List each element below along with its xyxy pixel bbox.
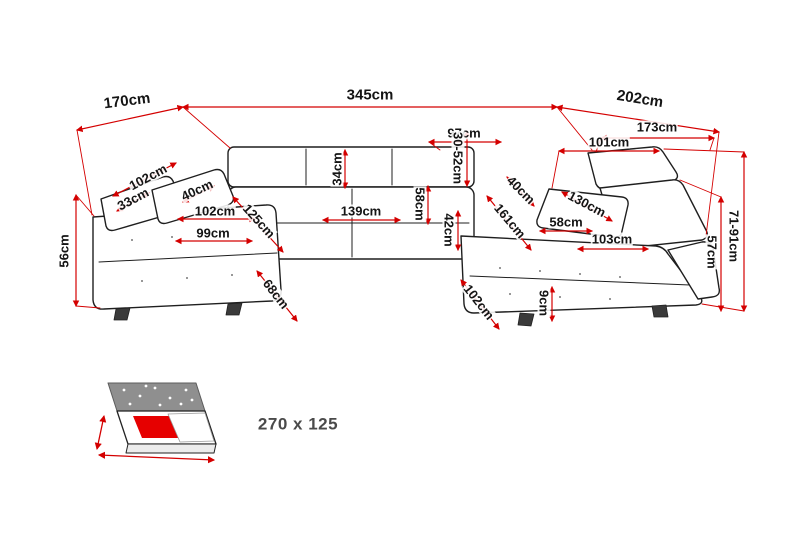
bed-headboard (107, 382, 206, 412)
dim-label-57: 57cm (704, 234, 720, 270)
dim-label-102-left: 102cm (193, 203, 237, 219)
dim-label-30-52: 30-52cm (450, 130, 466, 186)
headboard-stars (122, 384, 194, 407)
dim-label-103: 103cm (590, 231, 634, 247)
bed-size-label: 270 x 125 (257, 414, 339, 434)
dim-label-99: 99cm (195, 225, 231, 241)
bed-dimension-arrows (94, 414, 216, 464)
dim-label-345: 345cm (345, 86, 395, 104)
sofa-bed-icon (94, 382, 217, 464)
sofa-middle-backrest (227, 146, 475, 188)
dim-label-101: 101cm (587, 134, 631, 150)
dim-label-34: 34cm (329, 151, 345, 187)
dim-label-58-right: 58cm (548, 214, 584, 230)
dim-label-58-mid: 58cm (412, 186, 428, 222)
dim-label-56: 56cm (56, 233, 72, 269)
bed-front-face (125, 443, 217, 454)
dim-label-173: 173cm (635, 119, 679, 135)
sofa-right-chaise (460, 235, 703, 314)
dim-label-71-91: 71-91cm (726, 208, 742, 264)
dim-label-42: 42cm (441, 212, 457, 248)
dim-label-139: 139cm (339, 203, 383, 219)
dim-label-9: 9cm (536, 288, 552, 318)
sofa-legs (113, 302, 669, 327)
extension-lines (75, 106, 745, 312)
bed-blanket (167, 412, 215, 443)
